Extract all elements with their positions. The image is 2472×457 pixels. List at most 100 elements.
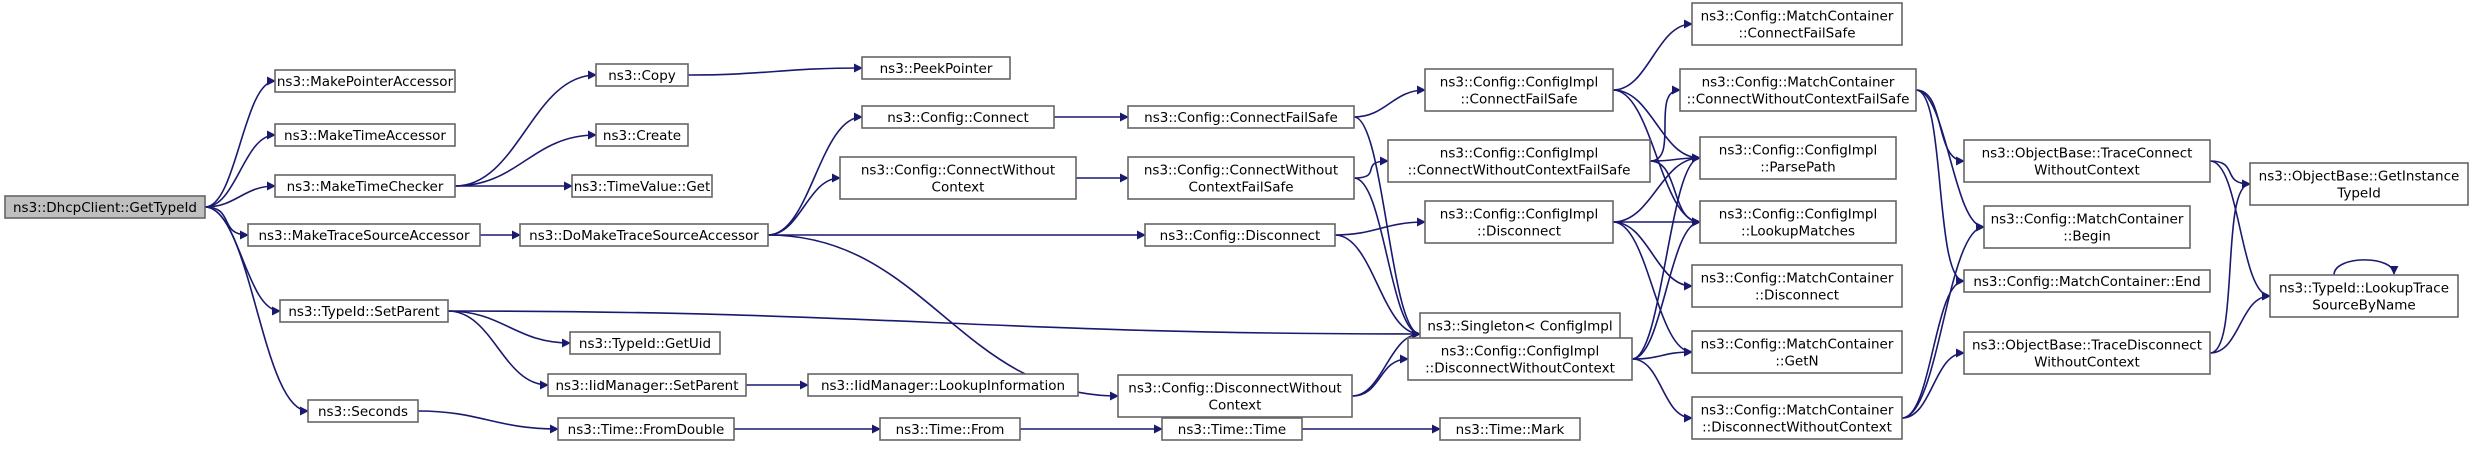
node-root[interactable]: ns3::DhcpClient::GetTypeId (4, 195, 206, 219)
edge-copy-to-peekpointer (687, 63, 863, 76)
node-typeid-getuid[interactable]: ns3::TypeId::GetUid (569, 331, 721, 355)
node-label: ns3::ObjectBase::TraceConnect (1982, 146, 2193, 162)
node-configimpl-disconnectwithoutcontext[interactable]: ns3::Config::ConfigImpl::DisconnectWitho… (1407, 337, 1633, 381)
node-matchcontainer-disconnect[interactable]: ns3::Config::MatchContainer::Disconnect (1691, 264, 1903, 308)
edge-root-to-typeid-setparent (204, 206, 281, 316)
node-makepointeraccessor[interactable]: ns3::MakePointerAccessor (274, 69, 456, 93)
node-maketracesourceaccessor[interactable]: ns3::MakeTraceSourceAccessor (247, 223, 481, 247)
edge-configimpl-disconnectwithoutcontext-to-configimpl-lookupmatches (1631, 217, 1701, 360)
node-maketimechecker[interactable]: ns3::MakeTimeChecker (274, 174, 456, 198)
node-label: ns3::Config::MatchContainer (1701, 9, 1894, 25)
node-label: ::ParsePath (1760, 160, 1835, 176)
node-box (595, 63, 689, 87)
node-label: ns3::DoMakeTraceSourceAccessor (529, 228, 759, 244)
node-label: ns3::Config::ConfigImpl (1440, 75, 1598, 91)
node-objectbase-traceconnectwithoutcontext[interactable]: ns3::ObjectBase::TraceConnectWithoutCont… (1963, 139, 2211, 183)
node-time-mark[interactable]: ns3::Time::Mark (1439, 417, 1581, 441)
node-config-disconnect[interactable]: ns3::Config::Disconnect (1144, 223, 1336, 247)
node-label: ns3::MakeTimeChecker (287, 179, 444, 195)
node-time-fromdouble[interactable]: ns3::Time::FromDouble (557, 417, 735, 441)
node-label: ns3::Config::ConnectWithout (861, 163, 1055, 179)
node-configimpl-connectfailsafe[interactable]: ns3::Config::ConfigImpl::ConnectFailSafe (1424, 68, 1614, 112)
node-label: ns3::DhcpClient::GetTypeId (13, 200, 197, 216)
node-label: WithoutContext (2034, 163, 2140, 179)
node-peekpointer[interactable]: ns3::PeekPointer (861, 56, 1011, 80)
node-time-from[interactable]: ns3::Time::From (879, 417, 1021, 441)
node-label: ns3::Config::MatchContainer (1991, 212, 2184, 228)
node-configimpl-connectwithoutcontextfailsafe[interactable]: ns3::Config::ConfigImpl::ConnectWithoutC… (1387, 139, 1651, 183)
node-label: ContextFailSafe (1188, 180, 1293, 196)
node-config-connectwithoutcontext[interactable]: ns3::Config::ConnectWithoutContext (839, 156, 1077, 200)
node-box (2249, 162, 2469, 206)
node-label: ::ConnectWithoutContextFailSafe (1687, 92, 1910, 108)
node-create[interactable]: ns3::Create (595, 123, 689, 147)
edge-domaketracesourceaccessor-to-config-connectwithoutcontext (767, 173, 841, 236)
node-matchcontainer-begin[interactable]: ns3::Config::MatchContainer::Begin (1983, 205, 2191, 249)
edge-matchcontainer-disconnectwithoutcontext-to-matchcontainer-begin (1901, 222, 1985, 419)
node-time-time[interactable]: ns3::Time::Time (1161, 417, 1303, 441)
edge-config-connectfailsafe-to-singleton-get (1353, 116, 1421, 339)
node-copy[interactable]: ns3::Copy (595, 63, 689, 87)
node-label: ns3::Config::MatchContainer::End (1973, 274, 2200, 290)
node-label: ::ConnectWithoutContextFailSafe (1408, 163, 1631, 179)
node-config-connect[interactable]: ns3::Config::Connect (861, 105, 1055, 129)
node-matchcontainer-connectwithoutcontextfailsafe[interactable]: ns3::Config::MatchContainer::ConnectWith… (1679, 68, 1917, 112)
edge-configimpl-disconnectwithoutcontext-to-configimpl-parsepath (1631, 153, 1701, 360)
edge-configimpl-connectwithoutcontextfailsafe-to-matchcontainer-connectwithoutcontextfailsafe (1649, 85, 1681, 162)
node-label: ns3::ObjectBase::GetInstance (2259, 169, 2460, 185)
node-label: Context (1209, 398, 1262, 414)
node-iidmanager-lookupinformation[interactable]: ns3::IidManager::LookupInformation (807, 373, 1079, 397)
node-box (1117, 374, 1353, 418)
node-label: ns3::MakeTimeAccessor (284, 128, 446, 144)
node-box (861, 56, 1011, 80)
node-box (279, 299, 449, 323)
node-box (1691, 396, 1903, 440)
node-box (274, 69, 456, 93)
node-matchcontainer-getn[interactable]: ns3::Config::MatchContainer::GetN (1691, 330, 1903, 374)
node-label: ns3::Config::MatchContainer (1701, 403, 1894, 419)
node-configimpl-lookupmatches[interactable]: ns3::Config::ConfigImpl::LookupMatches (1699, 200, 1897, 244)
node-label: ::Disconnect (1755, 288, 1839, 304)
node-box (274, 123, 456, 147)
node-matchcontainer-end[interactable]: ns3::Config::MatchContainer::End (1963, 269, 2211, 293)
edge-configimpl-connectfailsafe-to-matchcontainer-connectfailsafe (1612, 19, 1693, 91)
edge-config-connectwithoutcontextfailsafe-to-configimpl-connectwithoutcontextfailsafe (1353, 156, 1389, 179)
edge-objectbase-traceconnectwithoutcontext-to-typeid-lookuptracesourcebyname (2209, 160, 2271, 301)
node-domaketracesourceaccessor[interactable]: ns3::DoMakeTraceSourceAccessor (519, 223, 769, 247)
node-label: ns3::Create (603, 128, 681, 144)
node-typeid-setparent[interactable]: ns3::TypeId::SetParent (279, 299, 449, 323)
edge-maketimechecker-to-create (454, 130, 597, 187)
node-configimpl-disconnect[interactable]: ns3::Config::ConfigImpl::Disconnect (1424, 200, 1614, 244)
edge-root-to-makepointeraccessor (204, 76, 276, 208)
node-box (1691, 2, 1903, 46)
node-objectbase-tracedisconnectwithoutcontext[interactable]: ns3::ObjectBase::TraceDisconnectWithoutC… (1963, 331, 2211, 375)
node-label: ns3::Time::Mark (1456, 422, 1565, 438)
edge-matchcontainer-disconnectwithoutcontext-to-objectbase-tracedisconnectwithoutcontext (1901, 348, 1965, 419)
edge-root-to-maketimeaccessor (204, 130, 276, 208)
node-matchcontainer-disconnectwithoutcontext[interactable]: ns3::Config::MatchContainer::DisconnectW… (1691, 396, 1903, 440)
node-label: ns3::Config::ConfigImpl (1719, 207, 1877, 223)
node-label: ::Disconnect (1477, 224, 1561, 240)
node-box (1407, 337, 1633, 381)
node-iidmanager-setparent[interactable]: ns3::IidManager::SetParent (547, 373, 747, 397)
node-matchcontainer-connectfailsafe[interactable]: ns3::Config::MatchContainer::ConnectFail… (1691, 2, 1903, 46)
node-seconds[interactable]: ns3::Seconds (307, 399, 419, 423)
node-configimpl-parsepath[interactable]: ns3::Config::ConfigImpl::ParsePath (1699, 136, 1897, 180)
edge-matchcontainer-connectwithoutcontextfailsafe-to-matchcontainer-end (1915, 89, 1965, 286)
node-box (595, 123, 689, 147)
node-config-disconnectwithoutcontext[interactable]: ns3::Config::DisconnectWithoutContext (1117, 374, 1353, 418)
node-box (557, 417, 735, 441)
node-timevalue-get[interactable]: ns3::TimeValue::Get (571, 174, 713, 198)
node-box (274, 174, 456, 198)
node-label: ns3::MakeTraceSourceAccessor (258, 228, 469, 244)
node-config-connectwithoutcontextfailsafe[interactable]: ns3::Config::ConnectWithoutContextFailSa… (1127, 156, 1355, 200)
node-label: SourceByName (2312, 298, 2415, 314)
edge-configimpl-connectfailsafe-to-configimpl-parsepath (1612, 89, 1701, 163)
node-config-connectfailsafe[interactable]: ns3::Config::ConnectFailSafe (1127, 105, 1355, 129)
node-maketimeaccessor[interactable]: ns3::MakeTimeAccessor (274, 123, 456, 147)
node-box (307, 399, 419, 423)
node-label: WithoutContext (2034, 355, 2140, 371)
